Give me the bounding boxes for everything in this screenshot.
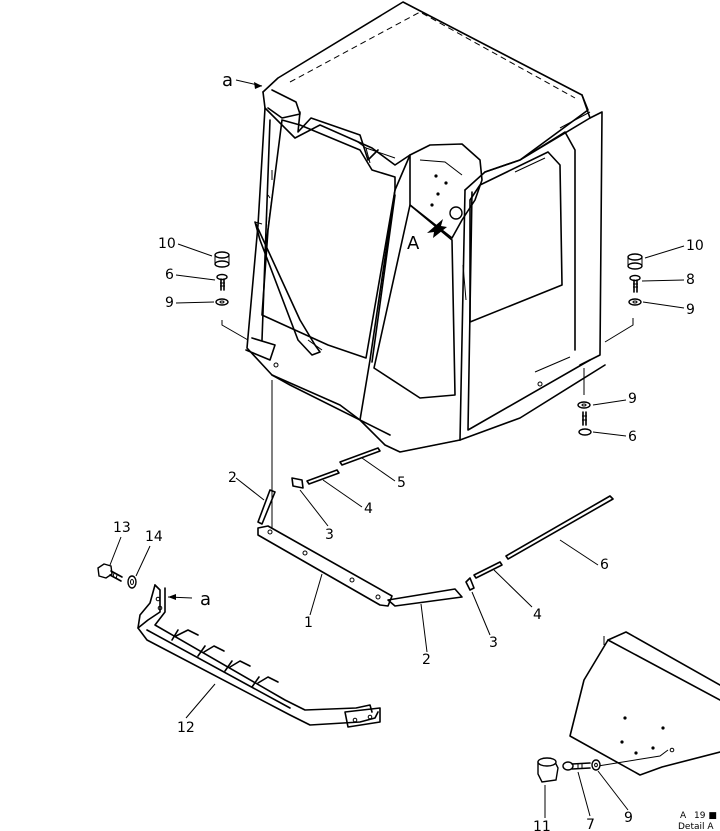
callout-5: 5 <box>397 475 406 491</box>
callout-4-lower: 4 <box>533 607 542 623</box>
strip-5 <box>339 447 381 466</box>
callout-13: 13 <box>113 520 131 536</box>
detail-caption-A: A <box>680 811 687 821</box>
left-fasteners <box>214 251 249 341</box>
cab-roof <box>262 1 589 191</box>
bolt-13 <box>97 563 123 582</box>
detail-caption: Detail A <box>678 822 714 831</box>
callout-3-top: 3 <box>325 527 334 543</box>
callout-14: 14 <box>145 529 163 545</box>
callout-9-left: 9 <box>165 295 174 311</box>
view-arrow-icon <box>427 219 447 238</box>
door-window <box>373 204 456 399</box>
callout-10-left: 10 <box>158 236 176 252</box>
callout-1: 1 <box>304 615 313 631</box>
callout-11: 11 <box>533 819 551 831</box>
right-fasteners <box>577 253 643 436</box>
spacer-3 <box>291 477 304 489</box>
washer-14 <box>127 575 137 589</box>
callout-9-detail: 9 <box>624 810 633 826</box>
cab-assembly <box>245 1 606 453</box>
wiper-arm <box>254 221 321 356</box>
detail-A <box>537 631 720 783</box>
seal-strips-upper <box>257 380 381 528</box>
callout-3-lower: 3 <box>489 635 498 651</box>
callout-6-bottom: 6 <box>628 429 637 445</box>
mount-bracket <box>409 143 483 239</box>
plate-1 <box>257 525 393 607</box>
callout-6-left: 6 <box>165 267 174 283</box>
callout-8-right: 8 <box>686 272 695 288</box>
rubber-2 <box>257 489 276 525</box>
callout-2-top: 2 <box>228 470 237 486</box>
callout-9-right: 9 <box>686 302 695 318</box>
callout-7: 7 <box>586 817 595 831</box>
strip-4-lower <box>473 561 503 579</box>
detail-caption-scale: 19 ■ <box>694 811 717 821</box>
callout-4-top: 4 <box>364 501 373 517</box>
seal-strips-lower <box>387 495 614 607</box>
strip-4 <box>306 469 340 485</box>
rubber-2-lower <box>387 588 463 607</box>
ref-a-top: a <box>222 70 233 91</box>
ref-A-view: A <box>407 233 420 254</box>
callout-2-lower: 2 <box>422 652 431 668</box>
ref-a-step: a <box>200 589 211 610</box>
callout-12: 12 <box>177 720 195 736</box>
callout-6-strip: 6 <box>600 557 609 573</box>
callout-9-bottom: 9 <box>628 391 637 407</box>
callout-10-right: 10 <box>686 238 704 254</box>
spacer-3-lower <box>465 577 475 591</box>
side-window <box>469 151 563 323</box>
step-ladder-12 <box>137 584 381 728</box>
strip-6 <box>505 495 614 560</box>
